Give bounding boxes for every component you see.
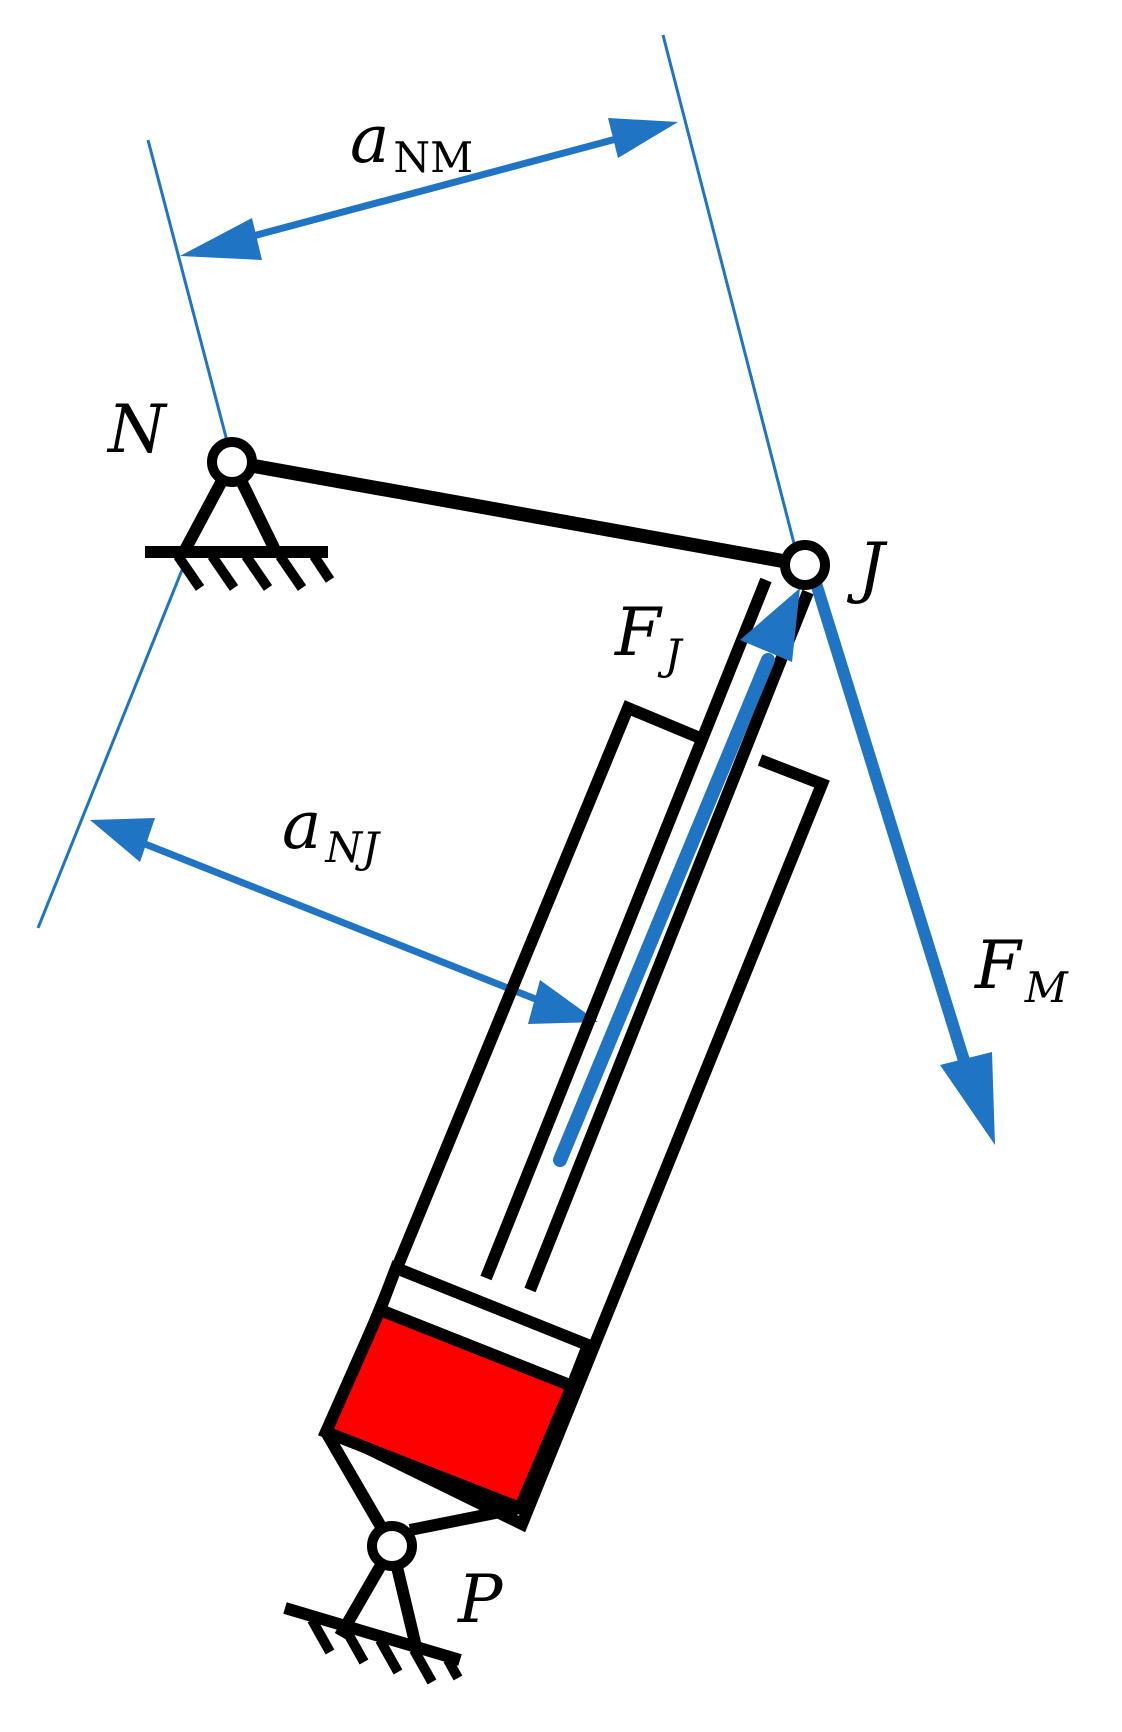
dimension-arrow-a-nj — [90, 818, 598, 1024]
label-f-j: FJ — [614, 594, 684, 679]
piston-rod-right — [524, 589, 814, 1293]
reference-line-nm-right — [661, 34, 799, 556]
cylinder-base-left — [320, 1428, 386, 1529]
piston-rod-left — [480, 577, 772, 1281]
ground-support-p — [283, 1542, 463, 1685]
label-j: J — [846, 529, 888, 606]
force-arrow-fm — [809, 578, 995, 1145]
label-f-m: FM — [974, 927, 1069, 1012]
label-n: N — [106, 391, 168, 468]
dimension-arrow-a-nm — [180, 118, 678, 260]
cylinder-base-right — [408, 1502, 522, 1536]
label-a-nm: aNM — [350, 101, 473, 182]
joint-p — [367, 1521, 417, 1571]
force-arrow-fj — [553, 588, 800, 1167]
joint-j — [780, 540, 830, 590]
joint-n — [207, 437, 257, 487]
label-p: P — [457, 1561, 504, 1638]
reference-line-nj — [36, 569, 184, 929]
ground-support-n — [145, 459, 335, 591]
reference-line-nm-left — [146, 139, 234, 461]
crank-link-nj — [225, 455, 812, 572]
label-a-nj: aNJ — [282, 787, 381, 872]
